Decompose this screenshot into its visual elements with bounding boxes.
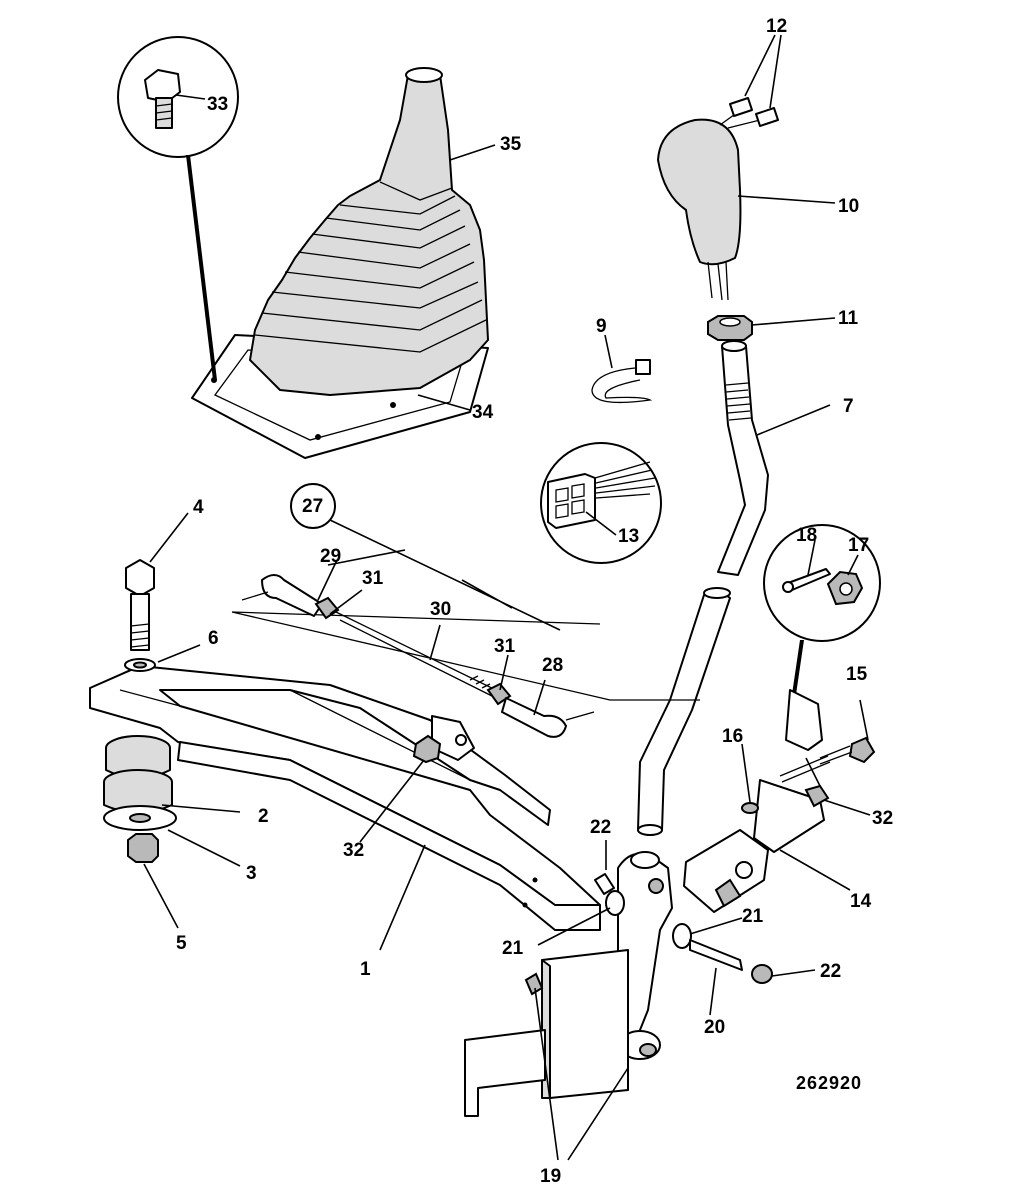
- callout-1: 1: [360, 959, 371, 980]
- lever-nut: [707, 315, 836, 341]
- callout-3: 3: [246, 863, 257, 884]
- callout-2: 2: [258, 806, 269, 827]
- warning-bulbs: [729, 34, 782, 127]
- callout-7: 7: [843, 396, 854, 417]
- callout-13: 13: [618, 526, 639, 547]
- callout-34: 34: [472, 402, 494, 423]
- callout-20: 20: [704, 1017, 725, 1038]
- callout-11: 11: [838, 308, 859, 329]
- mounting-bolt: [124, 512, 201, 672]
- callout-16: 16: [722, 726, 743, 747]
- rod-bracket: [359, 715, 475, 843]
- reference-number: 262920: [796, 1073, 862, 1093]
- gear-lever-lower: [637, 587, 731, 836]
- lower-lever-assembly: [464, 689, 876, 1161]
- detail-circle-connector: [540, 442, 662, 564]
- gear-lever-gaiter: [249, 67, 489, 396]
- callout-18: 18: [796, 525, 817, 546]
- callout-28: 28: [542, 655, 563, 676]
- harness-clip: [591, 334, 653, 404]
- callout-35: 35: [500, 134, 522, 155]
- callout-6: 6: [208, 628, 219, 649]
- callout-4: 4: [193, 497, 204, 518]
- callout-17: 17: [848, 535, 869, 556]
- detail-circle-bolt: [117, 36, 239, 380]
- callout-10: 10: [838, 196, 859, 217]
- callout-27: 27: [302, 496, 323, 517]
- leader-34: [417, 394, 471, 411]
- callout-30: 30: [430, 599, 451, 620]
- leader-35: [449, 144, 496, 161]
- mounting-rubbers: [103, 735, 241, 929]
- callout-12: 12: [766, 16, 787, 37]
- callout-33: 33: [207, 94, 228, 115]
- callout-21a: 21: [502, 938, 524, 959]
- selector-rod-assembly: [231, 483, 700, 738]
- callout-32a: 32: [343, 840, 364, 861]
- detail-circle-castle-nut: [763, 524, 881, 708]
- callout-19: 19: [540, 1166, 561, 1187]
- callout-9: 9: [596, 316, 607, 337]
- callout-22b: 22: [820, 961, 841, 982]
- callout-14: 14: [850, 891, 872, 912]
- callout-labels: 1 2 3 4 5 6 7 9 10 11 12 13 14 15 16 17 …: [176, 16, 893, 1187]
- callout-32b: 32: [872, 808, 893, 829]
- callout-5: 5: [176, 933, 187, 954]
- callout-22a: 22: [590, 817, 611, 838]
- gear-knob: [657, 34, 836, 301]
- callout-29: 29: [320, 546, 341, 567]
- callout-21b: 21: [742, 906, 764, 927]
- callout-31a: 31: [362, 568, 384, 589]
- callout-31b: 31: [494, 636, 516, 657]
- callout-15: 15: [846, 664, 868, 685]
- cross-member: [89, 665, 601, 951]
- gear-lever-upper: [717, 340, 831, 576]
